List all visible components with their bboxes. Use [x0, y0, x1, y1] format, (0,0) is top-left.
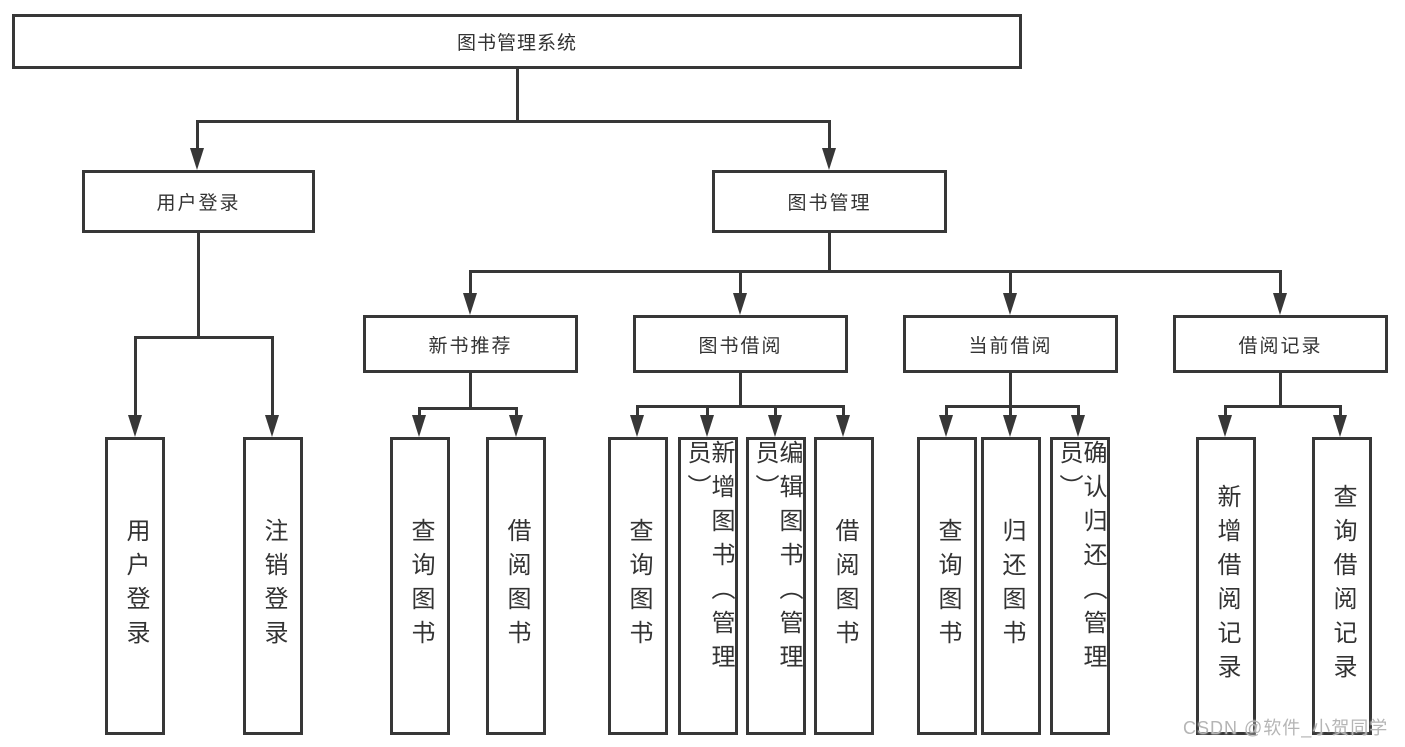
arrowhead	[1071, 415, 1085, 437]
connector-line	[828, 233, 831, 270]
arrowhead	[630, 415, 644, 437]
connector-line	[945, 405, 1080, 408]
arrowhead	[1333, 415, 1347, 437]
connector-line	[134, 336, 137, 415]
connector-line	[469, 270, 472, 294]
arrowhead	[1218, 415, 1232, 437]
connector-line	[515, 407, 518, 417]
arrowhead	[412, 415, 426, 437]
node-book-management: 图书管理	[712, 170, 947, 233]
arrowhead	[1003, 415, 1017, 437]
node-new-book-recommend: 新书推荐	[363, 315, 578, 373]
connector-line	[739, 270, 742, 294]
connector-line	[828, 120, 831, 150]
arrowhead	[128, 415, 142, 437]
connector-line	[469, 270, 1282, 273]
leaf-add-borrow-record: 新增借阅记录	[1196, 437, 1256, 735]
node-borrow-records: 借阅记录	[1173, 315, 1388, 373]
leaf-return-books: 归还图书	[981, 437, 1041, 735]
connector-line	[1224, 405, 1342, 408]
leaf-query-books-2: 查询图书	[608, 437, 668, 735]
node-user-login: 用户登录	[82, 170, 315, 233]
connector-line	[196, 120, 831, 123]
leaf-edit-book-admin: 编辑图书（管理员）	[746, 437, 806, 735]
arrowhead	[836, 415, 850, 437]
connector-line	[418, 407, 421, 417]
leaf-add-book-admin: 新增图书（管理员）	[678, 437, 738, 735]
connector-line	[739, 373, 742, 405]
arrowhead	[463, 293, 477, 315]
csdn-watermark: CSDN @软件_小贺同学	[1183, 718, 1389, 738]
connector-line	[636, 405, 845, 408]
connector-line	[636, 405, 639, 417]
leaf-logout: 注销登录	[243, 437, 303, 735]
leaf-query-books-1: 查询图书	[390, 437, 450, 735]
arrowhead	[509, 415, 523, 437]
connector-line	[271, 336, 274, 415]
connector-line	[1279, 373, 1282, 405]
node-current-borrow: 当前借阅	[903, 315, 1118, 373]
leaf-query-borrow-record: 查询借阅记录	[1312, 437, 1372, 735]
connector-line	[1339, 405, 1342, 417]
connector-line	[418, 407, 518, 410]
connector-line	[774, 405, 777, 417]
node-library-system: 图书管理系统	[12, 14, 1022, 69]
arrowhead	[939, 415, 953, 437]
connector-line	[196, 120, 199, 150]
arrowhead	[1273, 293, 1287, 315]
connector-line	[1279, 270, 1282, 294]
connector-line	[842, 405, 845, 417]
connector-line	[134, 336, 273, 339]
connector-line	[706, 405, 709, 417]
leaf-user-login: 用户登录	[105, 437, 165, 735]
connector-line	[1009, 405, 1012, 417]
connector-line	[469, 373, 472, 407]
connector-line	[1077, 405, 1080, 417]
arrowhead	[700, 415, 714, 437]
connector-line	[945, 405, 948, 417]
leaf-borrow-books-2: 借阅图书	[814, 437, 874, 735]
connector-line	[516, 69, 519, 120]
connector-line	[1009, 270, 1012, 294]
leaf-confirm-return-admin: 确认归还（管理员）	[1050, 437, 1110, 735]
arrowhead	[768, 415, 782, 437]
connector-line	[1224, 405, 1227, 417]
arrowhead	[265, 415, 279, 437]
connector-line	[1009, 373, 1012, 405]
arrowhead	[733, 293, 747, 315]
arrowhead	[822, 148, 836, 170]
arrowhead	[190, 148, 204, 170]
leaf-query-books-3: 查询图书	[917, 437, 977, 735]
node-book-borrow: 图书借阅	[633, 315, 848, 373]
connector-line	[197, 233, 200, 336]
leaf-borrow-books-1: 借阅图书	[486, 437, 546, 735]
arrowhead	[1003, 293, 1017, 315]
